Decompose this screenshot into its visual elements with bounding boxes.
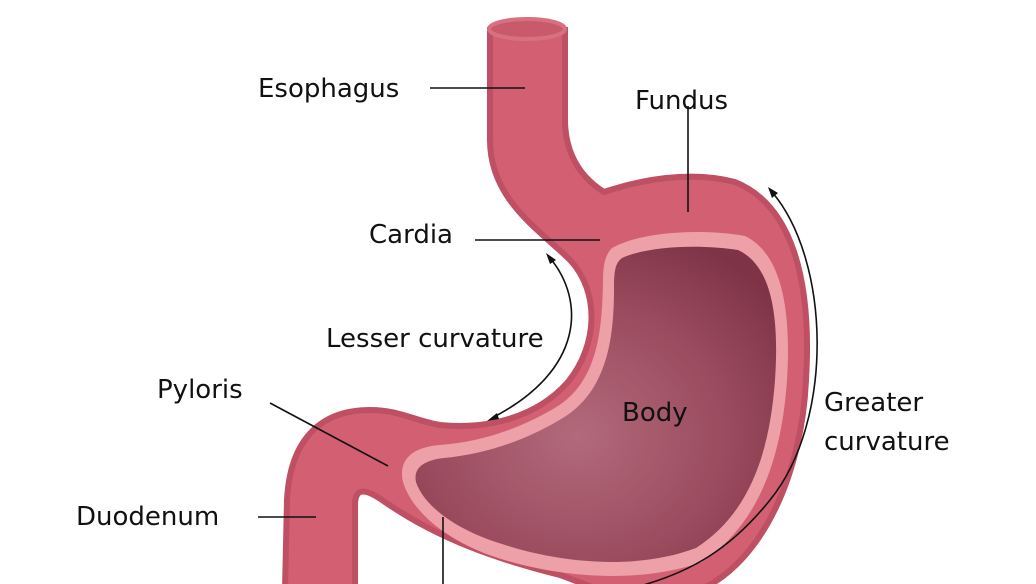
label-pyloris: Pyloris	[157, 375, 389, 467]
label-greater-curvature: Greater curvature	[643, 187, 950, 584]
esophagus-opening	[487, 17, 567, 41]
stomach-shape	[282, 17, 811, 584]
greater-curvature-label-line1: Greater	[824, 388, 923, 418]
greater-curvature-arrow	[643, 191, 818, 584]
pyloris-leader-line	[269, 402, 389, 467]
arrowhead-icon	[487, 413, 499, 421]
label-fundus: Fundus	[635, 86, 728, 212]
lesser-curvature-arrow	[491, 257, 573, 419]
pyloris-label: Pyloris	[157, 375, 243, 405]
greater-curvature-label-line2: curvature	[824, 427, 950, 457]
arrowhead-icon	[768, 187, 778, 198]
duodenum-label: Duodenum	[76, 502, 219, 532]
label-cardia: Cardia	[369, 220, 600, 250]
arrowhead-icon	[546, 253, 556, 264]
label-lesser-curvature: Lesser curvature	[326, 253, 573, 421]
label-esophagus: Esophagus	[258, 74, 525, 104]
fundus-label: Fundus	[635, 86, 728, 116]
lesser-curvature-label: Lesser curvature	[326, 324, 544, 354]
stomach-interior	[415, 246, 777, 562]
cardia-label: Cardia	[369, 220, 453, 250]
label-duodenum: Duodenum	[76, 502, 316, 532]
body-label: Body	[622, 398, 688, 428]
esophagus-label: Esophagus	[258, 74, 399, 104]
